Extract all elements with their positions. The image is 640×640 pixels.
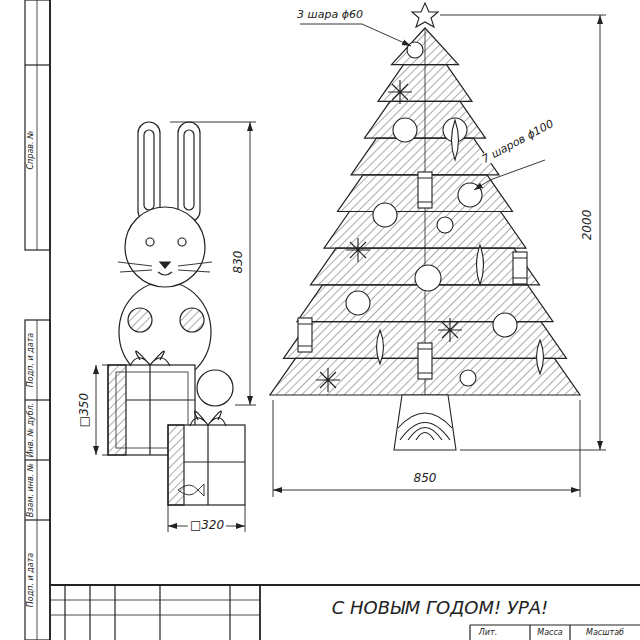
tree-star (412, 3, 438, 27)
tree-dimensions (273, 15, 606, 497)
tree-trunk (394, 395, 456, 450)
title-text: С НОВЫМ ГОДОМ! УРА! (330, 598, 551, 618)
stamp-field: Подп. и дата (27, 333, 36, 388)
stamp-field: Лит. (479, 629, 497, 638)
dimension-value: 830 (232, 249, 245, 276)
stamp-field: Инв. № дубл. (27, 403, 36, 458)
stamp-field: Справ. № (27, 131, 36, 170)
tree-ornaments (298, 42, 544, 392)
callout-note: 3 шара ϕ60 (295, 9, 365, 21)
gift-boxes (108, 351, 245, 505)
sheet-frame (25, 0, 640, 640)
stamp-field: Масса (537, 629, 563, 638)
stamp-field: Масштаб (586, 629, 624, 638)
tree-axis (425, 28, 426, 395)
dimension-value: □350 (78, 391, 91, 429)
bunny (118, 122, 233, 406)
callout-note: 7 шаров ϕ100 (478, 117, 557, 167)
christmas-tree (270, 28, 580, 395)
stamp-field: Подп. и дата (27, 553, 36, 608)
dimension-value: 2000 (581, 208, 594, 243)
bunny-dimensions (96, 122, 256, 532)
stamp-field: Взам. инв. № (27, 463, 36, 517)
dimension-value: □320 (188, 519, 226, 532)
dimension-value: 850 (412, 472, 439, 485)
